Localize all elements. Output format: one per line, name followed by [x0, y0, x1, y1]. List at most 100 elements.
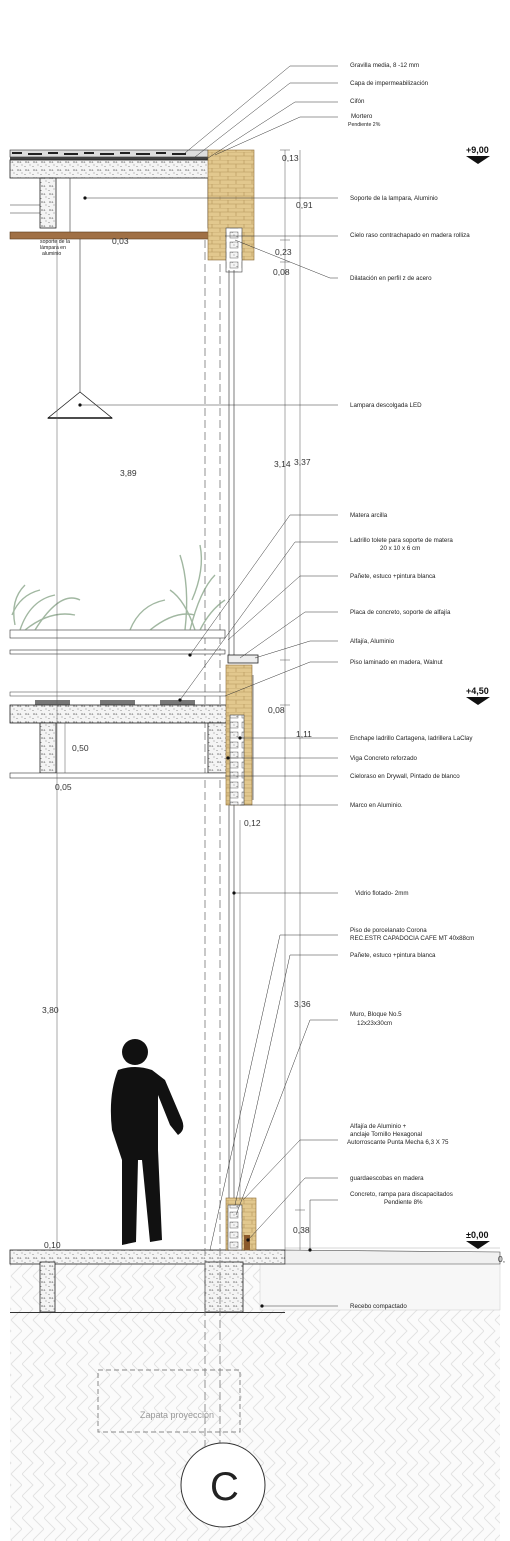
- label-pendiente-2: Pendiente 2%: [348, 122, 381, 128]
- label-vidrio: Vidrio flotado- 2mm: [355, 890, 409, 897]
- label-porcelanato-2: REC.ESTR CAPADOCIA CAFE MT 40x88cm: [350, 935, 474, 942]
- floor-insert-1: [35, 700, 70, 705]
- label-rampa-1: Concreto, rampa para discapacitados: [350, 1191, 453, 1198]
- floor-insert-2: [100, 700, 135, 705]
- leader-alfajia: [254, 640, 338, 659]
- label-soporte-small-1: soporte de la: [40, 239, 70, 245]
- label-marco: Marco en Aluminio.: [350, 802, 403, 809]
- label-alfajia: Alfajía, Aluminio: [350, 638, 395, 645]
- dimension-lines: [52, 149, 305, 1251]
- label-mortero: Mortero: [351, 113, 373, 120]
- label-ladrillo-tolete-1: Ladrillo tolete para soporte de matera: [350, 537, 453, 544]
- dim-008a: 0,08: [273, 267, 290, 277]
- zapata-outline: [97, 1369, 241, 1433]
- label-alfajia-aluminio-1: Alfajía de Aluminio +: [350, 1123, 407, 1130]
- mid-block: [229, 714, 245, 806]
- label-matera: Matera arcilla: [350, 512, 388, 519]
- leader-porcelanato: [209, 934, 338, 1251]
- section-circle: [180, 1442, 266, 1528]
- label-recebo: Recebo compactado: [350, 1303, 407, 1310]
- baseboard: [244, 1235, 250, 1250]
- label-alfajia-aluminio-3: Autorroscante Punta Mecha 6,3 X 75: [347, 1139, 449, 1146]
- roof-beam-left: [39, 177, 57, 229]
- label-piso-laminado: Piso laminado en madera, Walnut: [350, 659, 443, 666]
- dim-012: 0,12: [244, 818, 261, 828]
- dim-389: 3,89: [120, 468, 137, 478]
- section-letter: C: [210, 1465, 239, 1509]
- level-ground-triangle: [466, 1241, 490, 1249]
- glass-window: [228, 270, 254, 1200]
- dim-038: 0,38: [293, 1225, 310, 1235]
- leader-lines: [80, 65, 338, 1307]
- waterproof-layer: [10, 157, 208, 160]
- dim-003: 0,03: [112, 236, 129, 246]
- lower-zone: [110, 1039, 257, 1251]
- leader-matera: [189, 514, 338, 656]
- dim-023: 0,23: [275, 247, 292, 257]
- label-muro-1: Muro, Bloque No.5: [350, 1011, 402, 1018]
- label-rampa-2: Pendiente 8%: [384, 1199, 423, 1206]
- leader-impermeabilizacion: [194, 82, 338, 158]
- dim-111: 1,11: [296, 729, 312, 739]
- recebo-fill: [259, 1259, 501, 1311]
- label-soporte-small-2: lámpara en: [40, 245, 66, 251]
- leader-placa: [239, 611, 338, 659]
- dim-005: 0,05: [55, 782, 72, 792]
- section-marker: C: [180, 1442, 266, 1528]
- person-silhouette: [110, 1039, 184, 1245]
- label-guardaescobas: guardaescobas en madera: [350, 1175, 424, 1182]
- level-top: +9,00: [466, 145, 489, 155]
- dim-008b: 0,08: [268, 705, 285, 715]
- label-drywall: Cieloraso en Drywall, Pintado de blanco: [350, 773, 460, 780]
- lower-block: [227, 1204, 243, 1251]
- dim-010: 0,10: [44, 1240, 61, 1250]
- dim-050: 0,50: [72, 743, 89, 753]
- mid-beam-left: [39, 722, 57, 774]
- level-mid-triangle: [466, 697, 490, 705]
- plant-left: [11, 584, 81, 631]
- zapata-label: Zapata proyección: [140, 1410, 214, 1420]
- slab-bottom-line: [10, 1312, 285, 1313]
- label-panete-1: Pañete, estuco +pintura blanca: [350, 573, 436, 580]
- label-cielo-raso: Cielo raso contrachapado en madera rolli…: [350, 232, 470, 239]
- leader-panete-2: [234, 954, 338, 1206]
- label-muro-2: 12x23x30cm: [357, 1020, 392, 1027]
- dim-314: 3,14: [274, 459, 291, 469]
- leader-piso-laminado: [224, 661, 338, 697]
- roof-block: [225, 227, 243, 273]
- ground-beam-right: [204, 1261, 244, 1313]
- pendant-lamp: [46, 239, 114, 419]
- dimension-texts: 0,13 0,91 0,23 0,08 0,03 3,89 3,14 3,37 …: [42, 153, 505, 1264]
- level-ground: ±0,00: [466, 1230, 488, 1240]
- dim-013: 0,13: [282, 153, 299, 163]
- label-placa: Placa de concreto, soporte de alfajía: [350, 609, 451, 616]
- label-cifon: Cifón: [350, 98, 365, 105]
- dim-091: 0,91: [296, 200, 313, 210]
- label-impermeabilizacion: Capa de impermeabilización: [350, 80, 429, 87]
- label-viga: Viga Concreto reforzado: [350, 755, 418, 762]
- label-dilatacion: Dilatación en perfil z de acero: [350, 275, 432, 282]
- leader-dilatacion: [234, 239, 338, 279]
- leader-ladrillo-tolete: [179, 541, 338, 701]
- leader-guardaescobas: [247, 1177, 338, 1241]
- label-soporte-lampara: Soporte de la lampara, Aluminio: [350, 195, 438, 202]
- floor-insert-3: [160, 700, 195, 705]
- leader-mortero: [214, 116, 338, 156]
- level-mid: +4,50: [466, 686, 489, 696]
- leader-muro: [235, 1019, 338, 1216]
- drywall-ceiling: [9, 772, 243, 779]
- annotation-labels: Gravilla media, 8 -12 mm Capa de imperme…: [40, 62, 474, 1310]
- floor-finish-line: [9, 691, 241, 697]
- leader-alfajia-aluminio: [242, 1139, 338, 1201]
- ramp: [284, 1249, 501, 1265]
- roof-slab: [9, 159, 243, 179]
- roof-zone: [9, 149, 255, 273]
- ground-zone: Zapata proyección: [9, 240, 501, 1541]
- mid-slab: [9, 704, 243, 724]
- alfajia-mid: [227, 654, 259, 664]
- leader-dots: [78, 196, 312, 1308]
- leader-gravilla: [184, 65, 338, 154]
- label-porcelanato-1: Piso de porcelanato Corona: [350, 927, 427, 934]
- dim-380: 3,80: [42, 1005, 59, 1015]
